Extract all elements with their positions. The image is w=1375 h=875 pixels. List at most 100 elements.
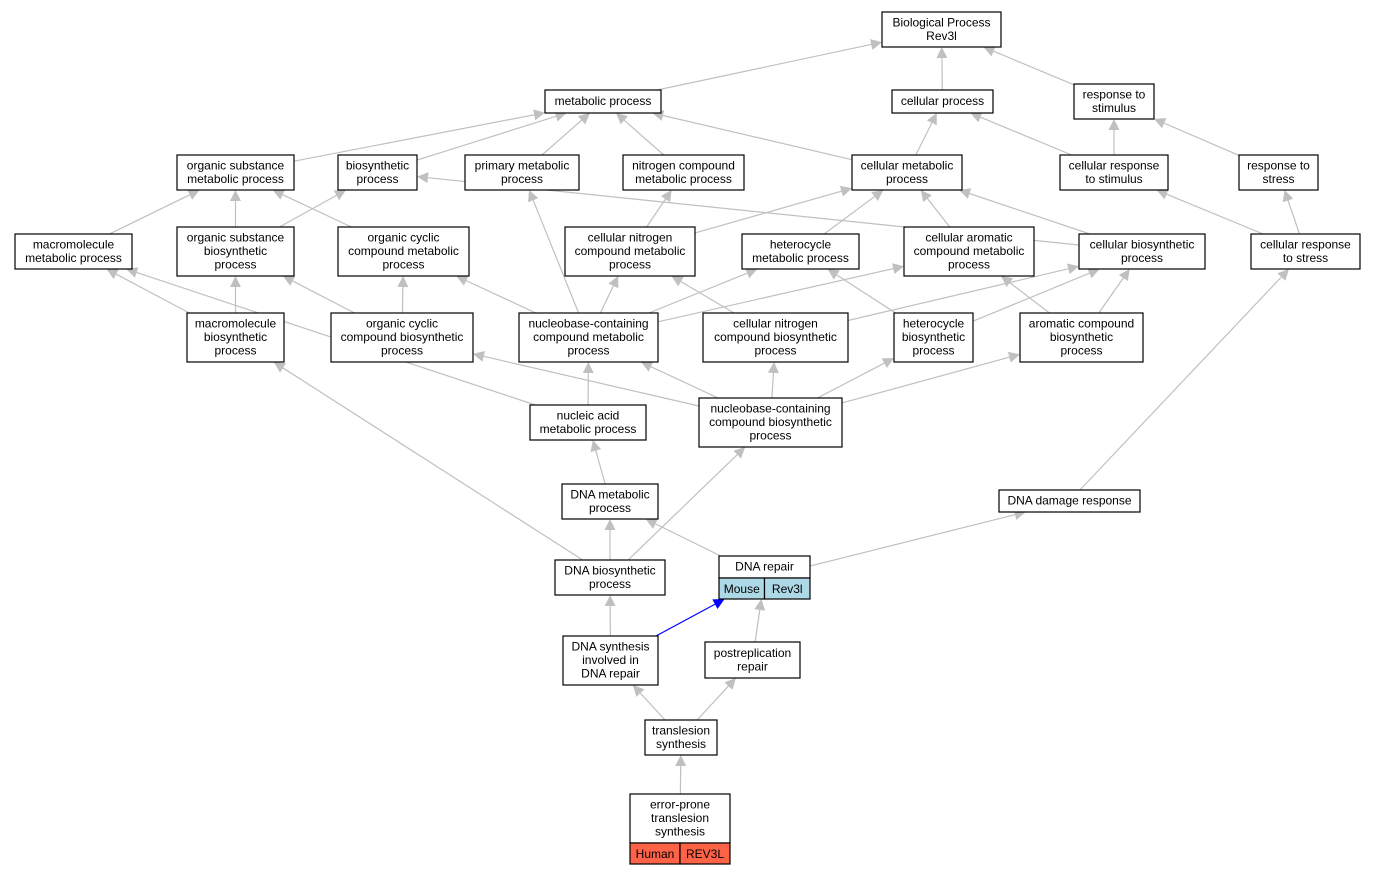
edge-biosynth-to-metabolic [416,111,567,161]
edge-cell_resp_stim-to-cellular [970,112,1072,156]
edge-nb_bio-to-nb_met [640,361,719,399]
edge-nb_met-to-prim_met [528,190,580,314]
edge-line [657,268,894,323]
annotation-cell [763,577,811,600]
edge-arrowhead [1118,269,1130,282]
node-label-line: translesion [651,811,709,825]
node-label-line: organic substance [187,231,285,245]
node-box [891,89,994,114]
edge-arrowhead [881,358,894,369]
edge-line [655,603,716,637]
edge-line [662,114,853,161]
edge-line [279,194,337,228]
edge-prim_met-to-metabolic [541,113,590,156]
node-label-line: stimulus [1092,101,1136,115]
edge-nb_bio-to-arom_bio [841,351,1020,404]
edge-org_cyc_bio-to-org_cyc_met [397,276,409,314]
node-box [544,89,662,114]
edge-line [1098,277,1124,314]
node-dna-dmg[interactable]: DNA damage response [998,489,1141,513]
node-box [1019,312,1144,363]
edge-macro_bio-to-org_sub_bio [230,276,241,313]
node-label-line: process [567,344,609,358]
edge-line [656,43,872,91]
node-metabolic[interactable]: metabolic process [544,89,662,114]
edge-line [1079,276,1282,491]
edge-arrowhead [640,361,654,372]
node-label-line: response to [1083,87,1146,101]
node-label-line: nucleobase-containing [528,317,648,331]
node-box [629,793,731,844]
edge-arrowhead [528,190,539,203]
edge-arrowhead [126,267,139,278]
node-box [186,312,285,363]
node-label-line: primary metabolic [475,158,570,172]
edge-arrowhead [920,190,932,203]
edge-nitro_met-to-metabolic [616,113,665,156]
edge-arrowhead [1001,276,1014,288]
edge-arrowhead [959,188,972,199]
edge-line [809,514,1016,567]
node-box [562,635,659,686]
node-label-line: DNA repair [735,560,794,574]
edge-line [817,362,885,399]
node-label-line: process [356,172,398,186]
edge-arrowhead [870,39,882,50]
edge-arrowhead [871,190,884,201]
node-box [337,226,470,277]
node-label-line: biosynthetic [204,244,267,258]
node-label-line: DNA repair [581,667,640,681]
edge-line [532,199,580,314]
node-label-line: compound biosynthetic [709,415,832,429]
node-label-line: process [886,172,928,186]
node-label-line: involved in [582,653,639,667]
node-label-line: process [754,344,796,358]
node-cellular[interactable]: cellular process [891,89,994,114]
node-box [704,641,801,679]
edge-cell_resp_stress-to-resp_stress [1282,190,1301,235]
edge-nb_bio-to-cell_nitro_bio [767,362,779,399]
node-box [702,312,849,363]
edge-arrowhead [839,185,852,197]
node-label-line: Biological Process [892,15,990,29]
node-label-line: process [749,429,791,443]
node-label-line: biosynthetic [346,158,409,172]
node-box [881,11,1002,48]
node-label-line: metabolic process [187,172,284,186]
edge-arrowhead [230,190,241,201]
